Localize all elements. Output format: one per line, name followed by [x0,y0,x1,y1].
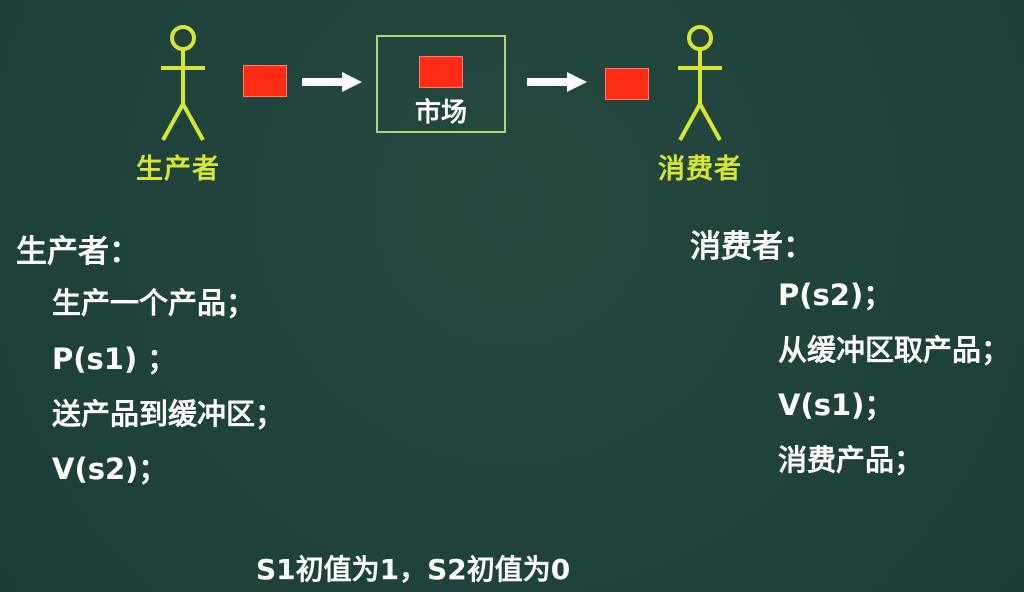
market-product-icon [419,56,463,88]
consumer-code-line: V(s1)； [778,388,894,422]
consumer-product-icon [605,68,649,100]
market-label: 市场 [415,98,468,128]
producer-code-title: 生产者： [16,234,140,270]
consumer-code-line: 从缓冲区取产品； [778,333,1011,367]
initial-values-note: S1初值为1，S2初值为0 [256,553,571,586]
producer-code-line: 生产一个产品； [52,286,256,320]
producer-code-line: P(s1) ； [52,342,177,376]
market-box: 市场 [376,35,506,133]
consumer-code-title: 消费者： [690,229,814,265]
consumer-code-line: 消费产品； [778,443,924,477]
consumer-label: 消费者 [658,154,742,185]
right-arrow-icon [300,70,364,94]
producer-actor-icon [153,22,213,152]
consumer-actor-icon [670,22,730,152]
producer-label: 生产者 [136,154,220,185]
producer-code-line: V(s2)； [52,452,168,486]
product-square-icon [243,65,287,97]
producer-code-line: 送产品到缓冲区； [52,397,285,431]
right-arrow-icon [525,70,589,94]
consumer-code-line: P(s2)； [778,278,893,312]
